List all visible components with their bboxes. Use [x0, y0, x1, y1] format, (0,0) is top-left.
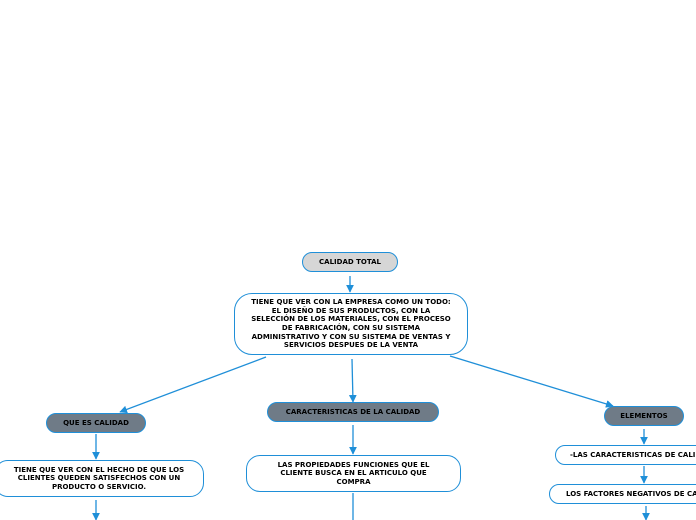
branch-que-es-calidad[interactable]: QUE ES CALIDAD	[46, 413, 146, 433]
branch-elementos[interactable]: ELEMENTOS	[604, 406, 684, 426]
connector-definition-branch-2	[348, 358, 357, 403]
child-que-es-calidad[interactable]: TIENE QUE VER CON EL HECHO DE QUE LOS CL…	[0, 460, 204, 497]
child-elementos-1[interactable]: -LAS CARACTERISTICAS DE CALIDAD	[555, 445, 696, 465]
definition-node[interactable]: TIENE QUE VER CON LA EMPRESA COMO UN TOD…	[234, 293, 468, 355]
child-caracteristicas[interactable]: LAS PROPIEDADES FUNCIONES QUE EL CLIENTE…	[246, 455, 461, 492]
root-node[interactable]: CALIDAD TOTAL	[302, 252, 398, 272]
branch-caracteristicas[interactable]: CARACTERISTICAS DE LA CALIDAD	[267, 402, 439, 422]
connector-definition-branch-1	[119, 356, 267, 414]
connector-definition-branch-3	[449, 355, 614, 408]
child-elementos-2[interactable]: LOS FACTORES NEGATIVOS DE CALIDAD	[549, 484, 696, 504]
